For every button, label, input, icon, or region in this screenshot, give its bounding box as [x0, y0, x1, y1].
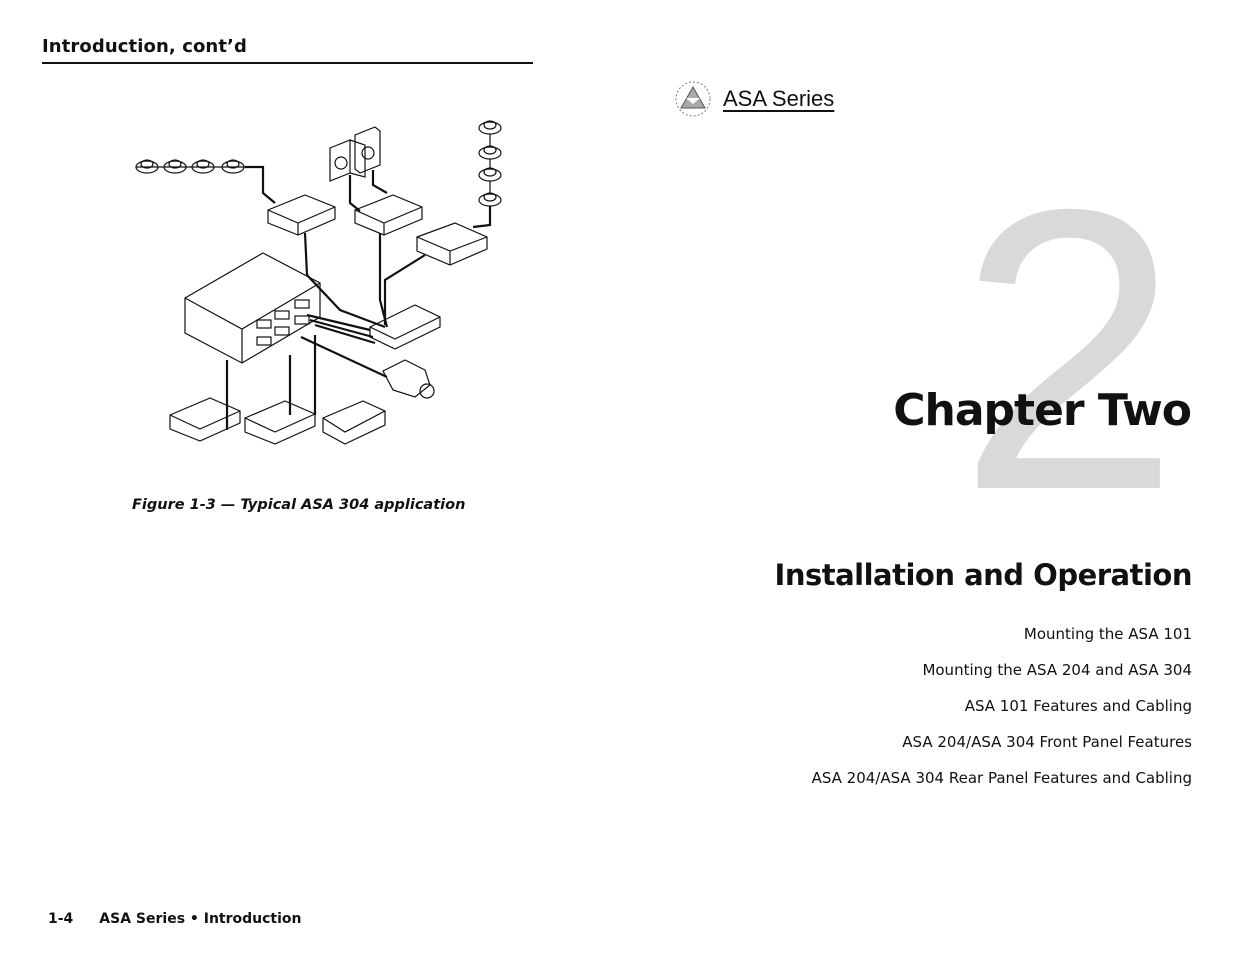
amplifier-2	[354, 194, 423, 236]
header-title: Introduction, cont’d	[42, 36, 247, 57]
toc-item: Mounting the ASA 101	[1023, 625, 1192, 643]
amplifier-1	[267, 194, 336, 236]
processor-unit	[369, 304, 441, 350]
chapter-title: Chapter Two	[893, 385, 1192, 436]
asa-304-unit	[184, 252, 321, 364]
section-title: Installation and Operation	[774, 558, 1193, 592]
toc-item: ASA 204/ASA 304 Rear Panel Features and …	[811, 769, 1192, 787]
extron-triangle-logo-icon	[675, 81, 711, 117]
page-footer: 1-4 ASA Series • Introduction	[48, 911, 301, 927]
left-page-header: Introduction, cont’d	[42, 36, 533, 64]
ceiling-speaker-row-left	[135, 159, 245, 174]
chapter-number: 2	[957, 126, 1180, 573]
ceiling-speaker-column-right	[478, 120, 502, 207]
source-deck-1	[169, 397, 241, 442]
amplifier-3	[416, 222, 488, 266]
monitor-speakers	[329, 126, 381, 182]
source-deck-3	[322, 400, 386, 445]
page-number: 1-4	[48, 911, 74, 927]
toc-item: Mounting the ASA 204 and ASA 304	[922, 661, 1192, 679]
chapter-contents-list: Mounting the ASA 101 Mounting the ASA 20…	[812, 624, 1192, 804]
asa-304-application-diagram	[135, 120, 502, 445]
toc-item: ASA 204/ASA 304 Front Panel Features	[902, 733, 1192, 751]
video-camera	[382, 359, 435, 399]
footer-text: ASA Series • Introduction	[99, 911, 302, 927]
toc-item: ASA 101 Features and Cabling	[964, 697, 1192, 715]
figure-caption: Figure 1-3 — Typical ASA 304 application	[132, 497, 466, 513]
brand-series-title: ASA Series	[723, 86, 835, 111]
source-deck-2	[244, 400, 316, 445]
